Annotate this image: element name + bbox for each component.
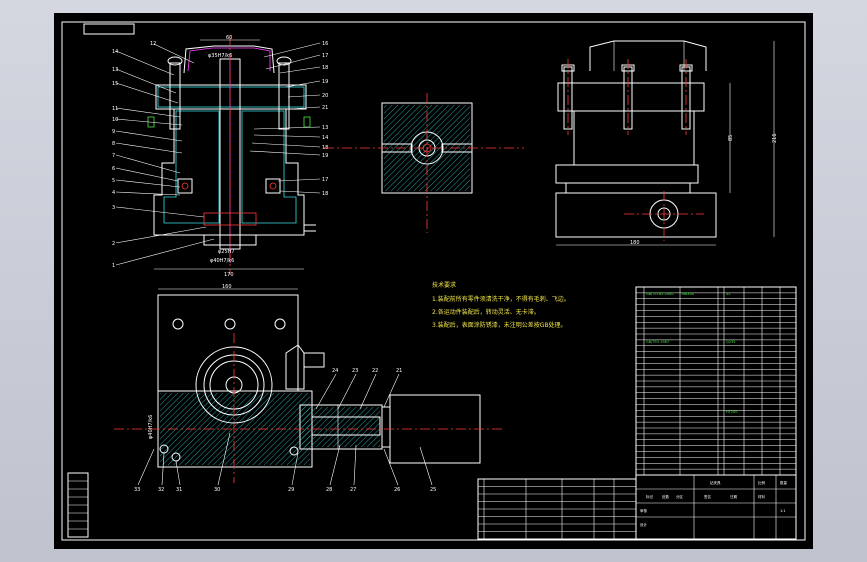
dim-fit-top: φ35H7/k6 <box>208 53 232 59</box>
front-section-view: 60 φ35H7/k6 φ25H7 φ40H7/k6 170 <box>112 35 328 278</box>
dim-side-width: 180 <box>630 240 640 246</box>
dim-side-inner-height: 85 <box>728 135 734 141</box>
label-right-10: 17 <box>322 177 328 183</box>
notes-line-1: 1.装配前所有零件须清洗干净，不得有毛刺、飞边。 <box>432 295 570 303</box>
side-view: 216 85 180 <box>555 40 778 246</box>
top-view: 160 φ40H7/k6 2 <box>114 284 504 493</box>
label-right-0: 16 <box>322 41 328 47</box>
revision-cell-0: 标记 <box>646 494 654 499</box>
revision-cell-1: 处数 <box>662 494 670 499</box>
label-top-view-12: 33 <box>134 487 140 493</box>
drawing-canvas: 60 φ35H7/k6 φ25H7 φ40H7/k6 170 <box>61 21 806 541</box>
label-top-view-6: 27 <box>350 487 356 493</box>
label-top-view-5: 26 <box>394 487 400 493</box>
label-right-2: 18 <box>322 65 328 71</box>
label-right-5: 21 <box>322 105 328 111</box>
label-left-13: 1 <box>112 263 115 269</box>
parts-cell-0: GB/T5782-2000 <box>646 292 674 296</box>
parts-cell-1: M8X40 <box>682 292 694 296</box>
revision-cell-2: 分区 <box>676 494 684 499</box>
label-top-view-9: 30 <box>214 487 220 493</box>
label-right-1: 17 <box>322 53 328 59</box>
drawing-sheet[interactable]: 60 φ35H7/k6 φ25H7 φ40H7/k6 170 <box>54 13 813 549</box>
label-left-2: 15 <box>112 81 118 87</box>
title-cell-6: 1:1 <box>780 509 786 513</box>
label-top-view-3: 21 <box>396 368 402 374</box>
label-left-9: 5 <box>112 178 115 184</box>
label-right-3: 19 <box>322 79 328 85</box>
label-left-12: 2 <box>112 241 115 247</box>
dim-base-width: 170 <box>224 272 234 278</box>
label-right-11: 18 <box>322 191 328 197</box>
label-top-view-0: 24 <box>332 368 338 374</box>
notes-line-3: 3.装配后，表面涂防锈漆，未注明公差按GB处理。 <box>432 321 567 329</box>
dim-top-view-fit: φ40H7/k6 <box>148 415 154 439</box>
parts-cell-5: HT200 <box>726 410 737 414</box>
parts-cell-3: GB/T93-1987 <box>646 340 669 344</box>
title-cell-0: 钻夹具 <box>710 480 721 485</box>
dim-side-height: 216 <box>772 133 778 143</box>
notes-heading: 技术要求 <box>432 281 456 289</box>
label-top-view-8: 29 <box>288 487 294 493</box>
label-left-8: 6 <box>112 166 115 172</box>
corner-label-box <box>83 23 135 35</box>
label-right-9: 19 <box>322 153 328 159</box>
title-cell-5: 设计 <box>640 522 648 527</box>
label-left-4: 10 <box>112 117 118 123</box>
title-cell-2: 数量 <box>780 480 788 485</box>
title-cell-4: 审核 <box>640 508 648 513</box>
parts-cell-2: 45 <box>726 292 730 296</box>
label-right-4: 20 <box>322 93 328 99</box>
label-left-1: 13 <box>112 67 118 73</box>
revision-cell-4: 日期 <box>730 494 738 499</box>
dim-fit-bottom-2: φ40H7/k6 <box>210 258 234 264</box>
label-left-6: 8 <box>112 141 115 147</box>
label-left-10: 4 <box>112 190 115 196</box>
title-cell-3: 材料 <box>758 494 766 499</box>
label-top: 12 <box>150 41 156 47</box>
technical-notes: 技术要求 1.装配前所有零件须清洗干净，不得有毛刺、飞边。 2.各运动件装配后，… <box>432 281 570 329</box>
label-top-view-2: 22 <box>372 368 378 374</box>
label-top-view-7: 28 <box>326 487 332 493</box>
revision-block <box>67 472 89 538</box>
label-top-view-4: 25 <box>430 487 436 493</box>
label-left-5: 9 <box>112 129 115 135</box>
revision-cell-3: 签名 <box>704 494 711 499</box>
title-block: 钻夹具 比例 数量 材料 审核 设计 1:1 标记 处数 分区 签名 日期 <box>635 474 797 540</box>
label-right-7: 14 <box>322 135 328 141</box>
parts-cell-4: Q235 <box>726 340 735 344</box>
label-left-3: 11 <box>112 106 118 112</box>
title-cell-1: 比例 <box>758 480 766 485</box>
outer-frame <box>61 21 806 541</box>
label-top-view-11: 32 <box>158 487 164 493</box>
label-top-view-10: 31 <box>176 487 182 493</box>
small-section-view <box>324 93 524 233</box>
dim-top-view-width: 160 <box>222 284 232 290</box>
label-right-6: 13 <box>322 125 328 131</box>
bottom-parts-table <box>477 478 637 540</box>
label-left-11: 3 <box>112 205 115 211</box>
label-top-view-1: 23 <box>352 368 358 374</box>
label-left-7: 7 <box>112 153 115 159</box>
dim-fit-bottom-1: φ25H7 <box>218 249 235 255</box>
parts-table: GB/T5782-2000 M8X40 45 GB/T93-1987 Q235 … <box>635 286 797 476</box>
notes-line-2: 2.各运动件装配后，转动灵活、无卡滞。 <box>432 308 540 316</box>
label-left-0: 14 <box>112 49 118 55</box>
dim-top-width: 60 <box>226 35 232 41</box>
